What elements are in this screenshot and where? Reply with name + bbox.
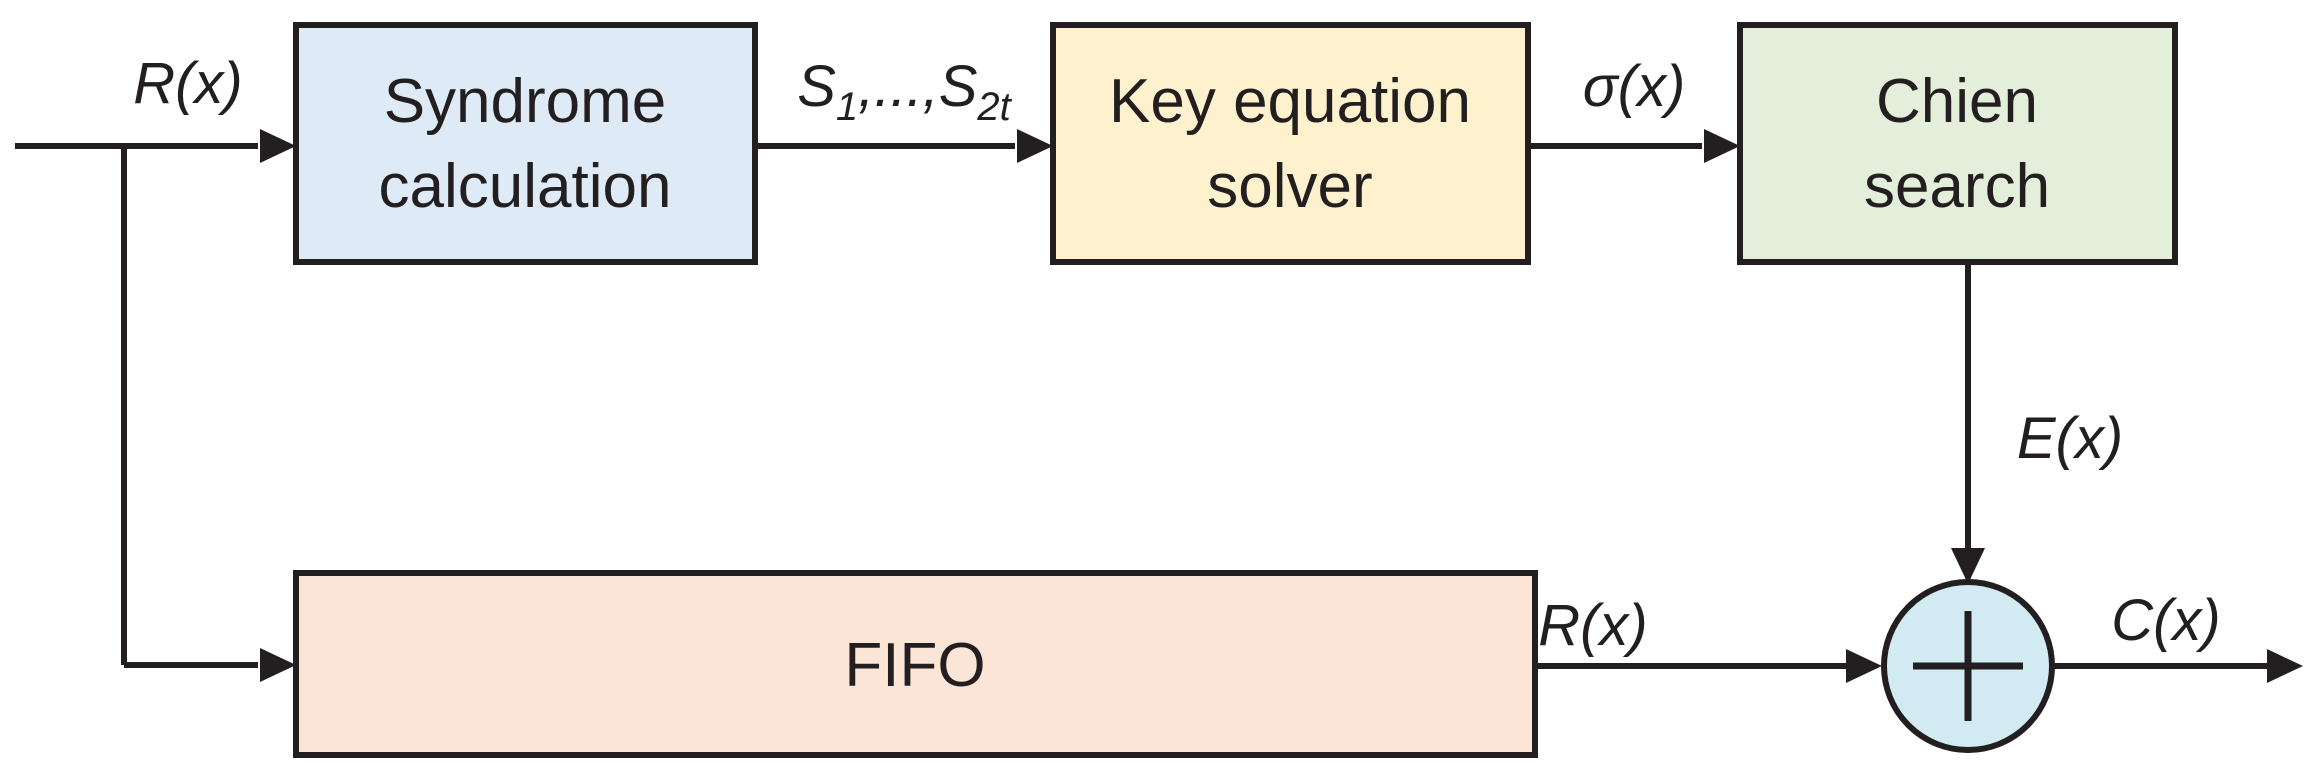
fifo-label: FIFO xyxy=(844,631,985,700)
key-equation-solver-box xyxy=(1050,22,1531,265)
key-equation-label-line2: solver xyxy=(1207,152,1372,221)
wire-syndrome-to-keyeq xyxy=(755,129,1053,163)
chien-label-line2: search xyxy=(1864,152,2050,221)
chien-search-block: Chien search xyxy=(1737,22,2178,265)
syndrome-calculation-box xyxy=(293,22,758,265)
wire-keyeq-to-chien xyxy=(1528,129,1740,163)
syndrome-label-line1: Syndrome xyxy=(384,67,667,136)
arrowhead-into-keyeq-icon xyxy=(1017,129,1053,163)
wire-input xyxy=(15,129,296,163)
fifo-output-signal-label: R(x) xyxy=(1538,593,1648,658)
arrowhead-into-syndrome-icon xyxy=(260,129,296,163)
syndromes-sub2: 2t xyxy=(976,85,1012,129)
arrowhead-into-fifo-icon xyxy=(260,648,296,682)
sigma-signal-label: σ(x) xyxy=(1583,54,1686,119)
arrowhead-into-chien-icon xyxy=(1704,129,1740,163)
syndrome-calculation-block: Syndrome calculation xyxy=(293,22,758,265)
key-equation-solver-block: Key equation solver xyxy=(1050,22,1531,265)
plus-icon xyxy=(1913,611,2023,721)
adder-node xyxy=(1881,579,2055,753)
output-signal-label: C(x) xyxy=(2111,588,2221,653)
arrowhead-into-adder-left-icon xyxy=(1846,649,1882,683)
syndrome-label-line2: calculation xyxy=(379,152,672,221)
wire-fifo-to-adder xyxy=(1535,649,1882,683)
key-equation-label-line1: Key equation xyxy=(1109,67,1471,136)
error-signal-label: E(x) xyxy=(2017,406,2123,471)
arrowhead-output-icon xyxy=(2267,649,2303,683)
syndromes-mid: ,...,S xyxy=(858,54,978,119)
wire-input-branch xyxy=(121,146,296,682)
syndromes-base: S xyxy=(797,54,836,119)
input-signal-label: R(x) xyxy=(133,51,243,116)
arrowhead-into-adder-top-icon xyxy=(1951,548,1985,584)
chien-label-line1: Chien xyxy=(1876,67,2038,136)
syndromes-sub1: 1 xyxy=(836,85,858,129)
fifo-block: FIFO xyxy=(293,570,1538,758)
wire-chien-to-adder xyxy=(1951,262,1985,584)
wire-output xyxy=(2052,649,2303,683)
fifo-box xyxy=(293,570,1538,758)
chien-search-box xyxy=(1737,22,2178,265)
syndromes-signal-label: S1,...,S2t xyxy=(797,54,1012,129)
